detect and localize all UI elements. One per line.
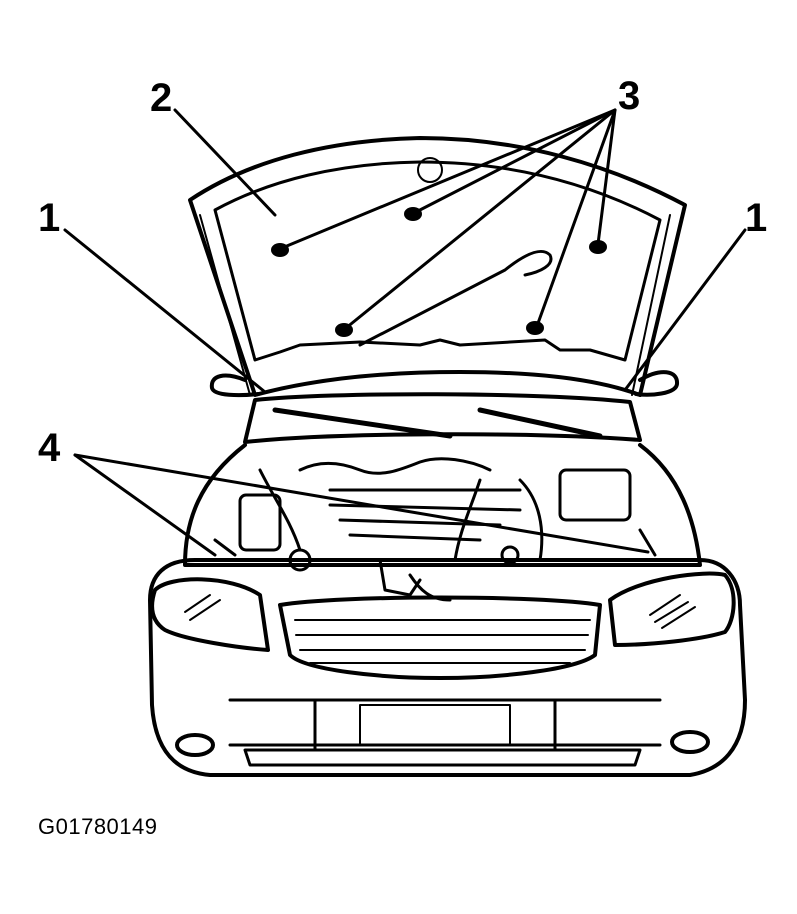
leader-lines [63,108,747,557]
callout-1-right: 1 [745,196,768,240]
bumper [228,698,662,747]
cowl [243,392,642,444]
fog-lamp-right [670,730,710,754]
wiper-left [272,407,453,439]
mirror-left [209,373,260,398]
headlamp-left [150,577,270,652]
mirror-right [634,370,679,397]
headlamp-glare [184,594,696,629]
fog-lamp-left [175,733,215,757]
callout-3: 3 [618,74,641,118]
grille-bars [294,619,591,664]
license-plate-area [313,698,557,752]
grille [278,595,602,680]
hood-outline [188,136,687,397]
hood-edge [199,214,671,396]
callout-1-left: 1 [38,196,61,240]
callout-4: 4 [38,426,61,470]
hood-prop-rod [358,249,553,347]
figure-id: G01780149 [38,814,158,839]
front-fascia [148,558,747,777]
hood-inner-panel [213,160,662,362]
engine-components [213,457,657,602]
wiper-right [477,407,603,439]
lower-grille [243,748,642,767]
headlamp-right [608,571,736,647]
callout-2: 2 [150,76,173,120]
